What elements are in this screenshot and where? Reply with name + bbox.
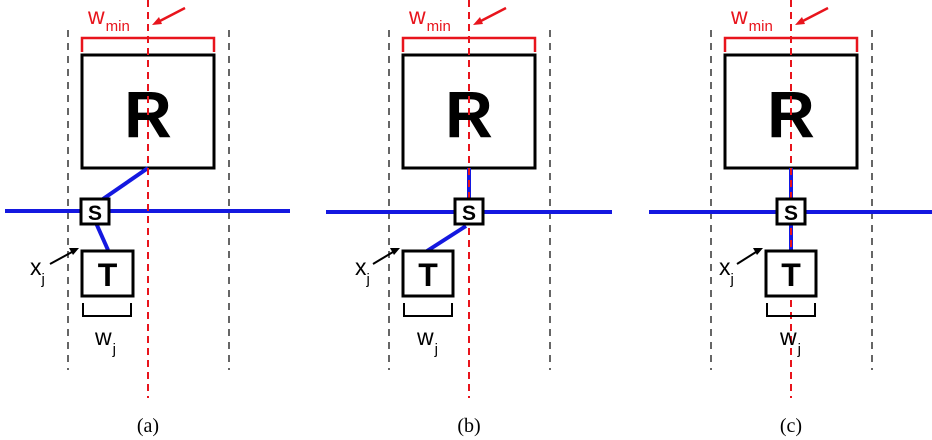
- w-j-label: wj: [94, 324, 116, 358]
- caption: (c): [780, 415, 802, 437]
- x-j-label: xj: [719, 254, 734, 288]
- x-j-pointer: [372, 251, 394, 265]
- wire-r-to-s: [101, 166, 150, 201]
- w-min-pointer: [476, 6, 507, 25]
- block-t: [80, 249, 135, 298]
- x-j-arrowhead: [390, 248, 400, 255]
- w-min-label: wmin: [408, 3, 451, 35]
- wire-s-to-t: [94, 222, 110, 251]
- block-t-label: T: [418, 257, 438, 293]
- w-min-label: wmin: [87, 3, 130, 35]
- w-min-pointer: [798, 6, 829, 25]
- w-min-arrowhead: [473, 17, 483, 25]
- wire-s-to-t: [425, 224, 468, 253]
- block-s: [453, 197, 485, 226]
- caption: (b): [457, 415, 480, 437]
- block-t: [401, 249, 455, 298]
- block-s-label: S: [462, 202, 476, 225]
- w-min-pointer: [155, 6, 186, 25]
- w-min-label: wmin: [730, 3, 773, 35]
- x-j-pointer: [736, 251, 757, 265]
- caption: (a): [137, 415, 159, 437]
- panel-c: wmin R S T xj wj (c): [649, 0, 932, 437]
- x-j-arrowhead: [69, 248, 79, 255]
- block-s: [79, 197, 111, 226]
- x-j-label: xj: [30, 254, 45, 288]
- w-j-bracket: [766, 303, 816, 317]
- block-t-label: T: [781, 257, 801, 293]
- w-j-bracket: [403, 303, 453, 317]
- panel-a: wmin R S T xj wj (a): [5, 0, 290, 437]
- x-j-label: xj: [355, 254, 370, 288]
- w-j-label: wj: [779, 324, 801, 358]
- block-s-label: S: [784, 202, 798, 225]
- x-j-pointer: [49, 251, 73, 265]
- w-j-bracket: [82, 303, 132, 317]
- w-min-arrowhead: [795, 17, 805, 25]
- w-j-label: wj: [416, 324, 438, 358]
- block-t-label: T: [98, 257, 118, 293]
- block-t: [764, 249, 818, 298]
- block-s: [775, 197, 807, 226]
- block-s-label: S: [88, 202, 102, 225]
- w-min-arrowhead: [152, 17, 162, 25]
- panel-b: wmin R S T xj wj (b): [326, 0, 612, 437]
- x-j-arrowhead: [753, 248, 763, 255]
